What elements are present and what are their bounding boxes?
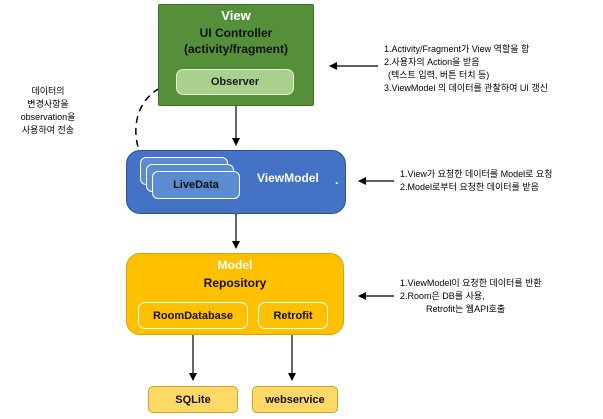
observation-note: 데이터의 변경사항을 observation을 사용하여 전송 xyxy=(2,85,94,137)
model-title: Model xyxy=(217,258,253,272)
viewmodel-note-line: 1.View가 요청한 데이터를 Model로 요청 xyxy=(400,169,553,179)
view-note-line: 1.Activity/Fragment가 View 역할을 함 xyxy=(384,44,530,54)
model-subtitle: Repository xyxy=(203,276,267,290)
view-title: View xyxy=(221,8,251,23)
viewmodel-dot: . xyxy=(335,173,339,187)
view-subtitle: UI Controller xyxy=(199,26,273,40)
retrofit-box: Retrofit xyxy=(258,302,328,329)
view-note-line: 2.사용자의 Action을 받음 xyxy=(384,57,480,67)
observation-note-line: 변경사항을 xyxy=(27,99,69,109)
model-notes: 1.ViewModel이 요청한 데이터를 반환 2.Room은 DB를 사용,… xyxy=(400,277,542,316)
model-note-line: 1.ViewModel이 요청한 데이터를 반환 xyxy=(400,278,542,288)
model-note-line: Retrofit는 웹API호출 xyxy=(426,304,506,314)
observer-box: Observer xyxy=(176,69,294,95)
viewmodel-title: ViewModel xyxy=(257,171,319,185)
view-subtitle-2: (activity/fragment) xyxy=(183,42,289,56)
observation-note-line: 데이터의 xyxy=(31,86,65,96)
model-note-line: 2.Room은 DB를 사용, xyxy=(400,291,485,301)
webservice-box: webservice xyxy=(252,386,338,413)
view-notes: 1.Activity/Fragment가 View 역할을 함 2.사용자의 A… xyxy=(384,43,548,95)
observation-note-line: observation을 xyxy=(20,112,76,122)
view-note-line: 3.ViewModel 의 데이터를 관찰하여 UI 갱신 xyxy=(384,83,548,93)
livedata-box: LiveData xyxy=(152,171,240,199)
viewmodel-notes: 1.View가 요청한 데이터를 Model로 요청 2.Model로부터 요청… xyxy=(400,168,552,194)
roomdatabase-box: RoomDatabase xyxy=(138,302,248,329)
view-note-line: (텍스트 입력, 버튼 터치 등) xyxy=(388,70,490,80)
observation-note-line: 사용하여 전송 xyxy=(21,125,75,135)
viewmodel-note-line: 2.Model로부터 요청한 데이터를 받음 xyxy=(400,182,539,192)
sqlite-box: SQLite xyxy=(148,386,238,413)
